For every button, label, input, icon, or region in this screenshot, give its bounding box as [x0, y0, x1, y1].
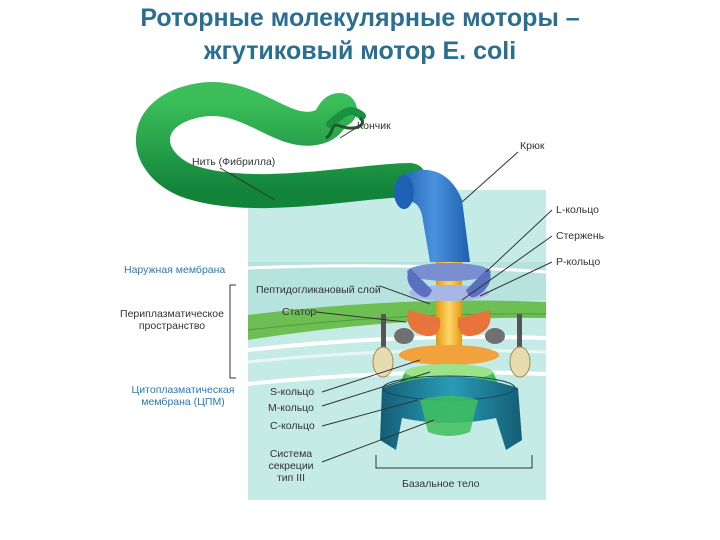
label-periplasm: Периплазматическое пространство — [120, 308, 224, 332]
label-peptidoglycan: Пептидогликановый слой — [256, 284, 381, 296]
stator — [372, 310, 531, 378]
filament — [136, 82, 427, 209]
label-cytoplasmic-membrane: Цитоплазматическая мембрана (ЦПМ) — [131, 384, 235, 408]
label-s-ring: S-кольцо — [270, 386, 315, 398]
leader-lines — [219, 127, 553, 463]
label-tip: Кончик — [357, 120, 391, 132]
label-l-ring: L-кольцо — [556, 204, 599, 216]
label-c-ring: C-кольцо — [270, 420, 315, 432]
label-p-ring: P-кольцо — [556, 256, 601, 268]
type-iii-secretion-system — [420, 396, 478, 436]
hook — [394, 169, 470, 262]
filament-tip — [325, 116, 364, 140]
label-secretion-system: Система секреции тип III — [268, 448, 314, 484]
page-title: Роторные молекулярные моторы – жгутиковы… — [0, 2, 720, 68]
l-and-p-rings — [407, 263, 491, 301]
label-hook: Крюк — [520, 140, 545, 152]
label-rod: Стержень — [556, 230, 605, 242]
outer-membrane-band — [247, 264, 547, 274]
title-line-2: жгутиковый мотор E. coli — [203, 37, 517, 65]
title-line-1: Роторные молекулярные моторы – — [140, 4, 580, 32]
brackets — [229, 284, 533, 469]
label-m-ring: M-кольцо — [268, 402, 314, 414]
peptidoglycan-band — [248, 300, 546, 340]
label-filament: Нить (Фибрилла) — [192, 156, 276, 168]
label-outer-membrane: Наружная мембрана — [124, 264, 226, 276]
label-basal-body: Базальное тело — [402, 478, 480, 490]
label-stator: Статор — [282, 306, 317, 318]
